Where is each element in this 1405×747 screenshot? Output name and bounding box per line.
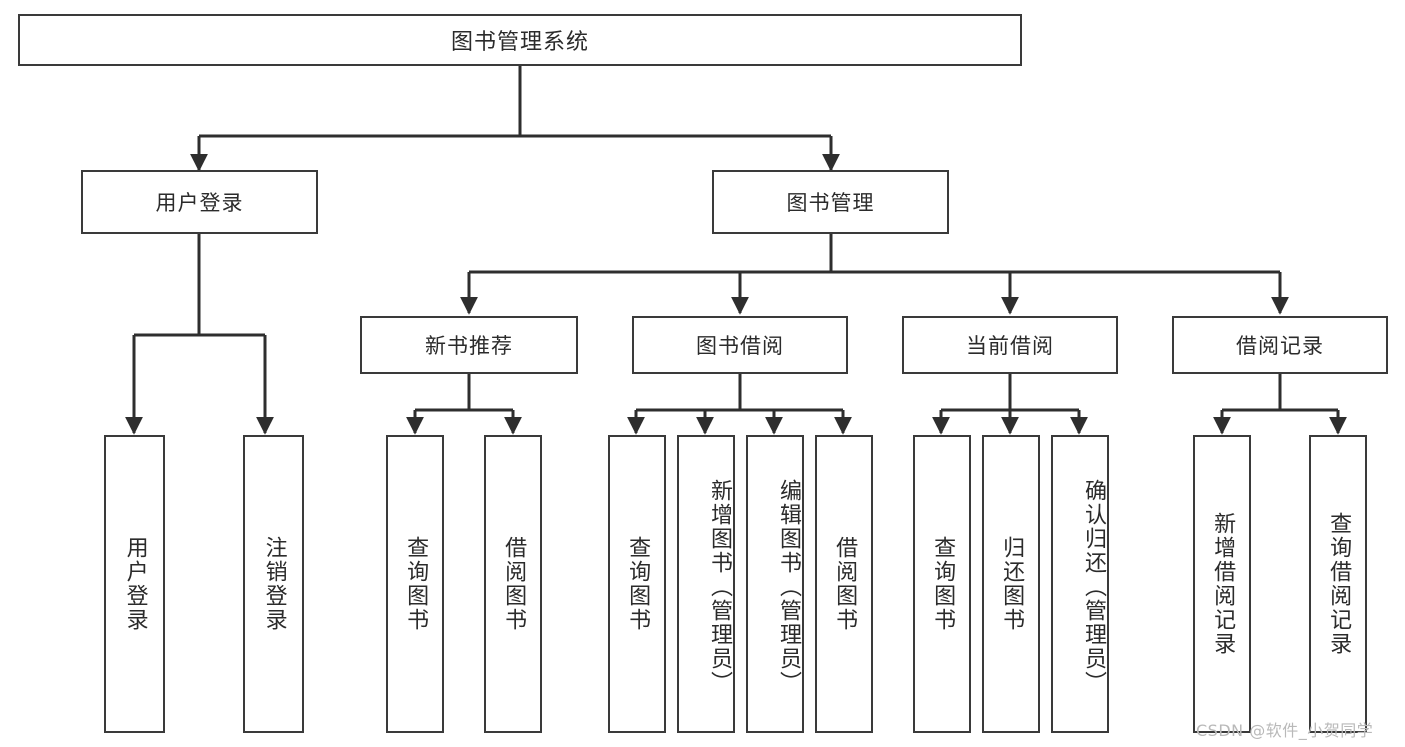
leaf-query-book-3[interactable]: 查询图书 — [913, 435, 971, 733]
node-root-label: 图书管理系统 — [450, 30, 589, 55]
node-new-book-rec[interactable]: 新书推荐 — [360, 316, 578, 374]
leaf-add-record-label: 新增借阅记录 — [1210, 512, 1236, 656]
node-book-borrow[interactable]: 图书借阅 — [632, 316, 848, 374]
leaf-borrow-book-1-label: 借阅图书 — [501, 536, 527, 632]
node-user-login[interactable]: 用户登录 — [81, 170, 318, 234]
leaf-query-book-2[interactable]: 查询图书 — [608, 435, 666, 733]
leaf-query-book-1[interactable]: 查询图书 — [386, 435, 444, 733]
csdn-watermark: CSDN @软件_小贺同学 — [1196, 721, 1374, 740]
leaf-borrow-book-1[interactable]: 借阅图书 — [484, 435, 542, 733]
leaf-return-book[interactable]: 归还图书 — [982, 435, 1040, 733]
node-current-borrow-label: 当前借阅 — [966, 334, 1054, 358]
leaf-return-book-label: 归还图书 — [999, 536, 1025, 632]
leaf-edit-book[interactable]: 编辑图书（管理员） — [746, 435, 804, 733]
node-new-book-rec-label: 新书推荐 — [425, 334, 513, 358]
leaf-add-book-label: 新增图书（管理员） — [707, 479, 732, 695]
node-current-borrow[interactable]: 当前借阅 — [902, 316, 1118, 374]
leaf-user-logout-label: 注销登录 — [261, 536, 287, 632]
leaf-add-record[interactable]: 新增借阅记录 — [1193, 435, 1251, 733]
leaf-borrow-book-2[interactable]: 借阅图书 — [815, 435, 873, 733]
leaf-confirm-return-label: 确认归还（管理员） — [1081, 479, 1106, 695]
node-borrow-record[interactable]: 借阅记录 — [1172, 316, 1388, 374]
leaf-add-book[interactable]: 新增图书（管理员） — [677, 435, 735, 733]
node-book-borrow-label: 图书借阅 — [696, 334, 784, 358]
leaf-query-book-3-label: 查询图书 — [930, 536, 956, 632]
node-user-login-label: 用户登录 — [155, 191, 244, 215]
leaf-query-book-1-label: 查询图书 — [403, 536, 429, 632]
leaf-query-record[interactable]: 查询借阅记录 — [1309, 435, 1367, 733]
leaf-user-login[interactable]: 用户登录 — [104, 435, 165, 733]
leaf-edit-book-label: 编辑图书（管理员） — [776, 479, 801, 695]
leaf-query-book-2-label: 查询图书 — [625, 536, 651, 632]
node-book-manage-label: 图书管理 — [786, 191, 875, 215]
leaf-user-logout[interactable]: 注销登录 — [243, 435, 304, 733]
leaf-borrow-book-2-label: 借阅图书 — [832, 536, 858, 632]
leaf-query-record-label: 查询借阅记录 — [1326, 512, 1352, 656]
node-borrow-record-label: 借阅记录 — [1236, 334, 1324, 358]
node-book-manage[interactable]: 图书管理 — [712, 170, 949, 234]
node-root[interactable]: 图书管理系统 — [18, 14, 1022, 66]
leaf-confirm-return[interactable]: 确认归还（管理员） — [1051, 435, 1109, 733]
leaf-user-login-label: 用户登录 — [122, 536, 148, 632]
